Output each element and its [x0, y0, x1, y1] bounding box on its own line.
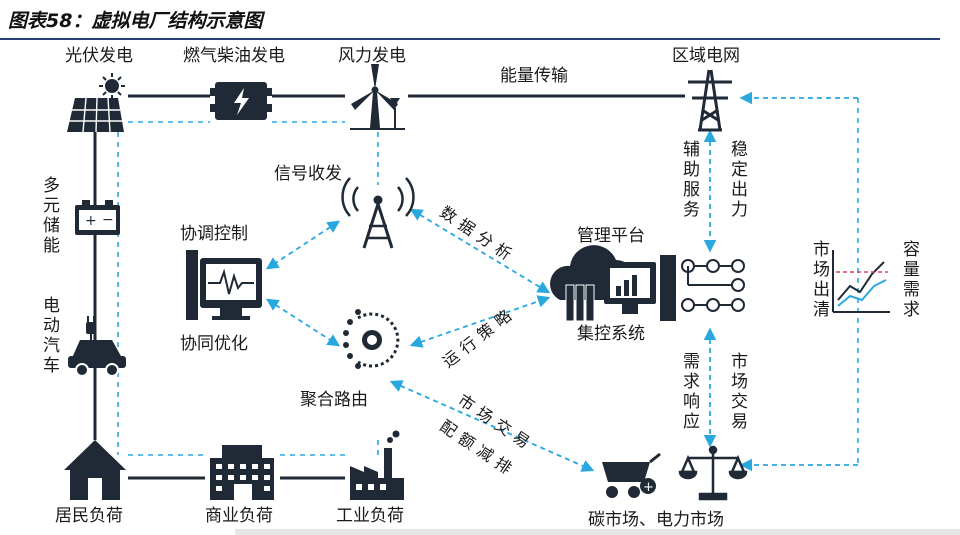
arrow-signal-coordination [265, 220, 341, 270]
transmission-tower-icon [688, 69, 732, 132]
ev-charger-icon [68, 316, 126, 377]
node-aggregation-label: 聚合路由 [300, 390, 368, 410]
node-markets-label: 碳市场、电力市场 [588, 510, 724, 530]
arrow-signal-platform [409, 208, 551, 294]
node-residential-label: 居民负荷 [55, 506, 123, 526]
building-icon [210, 445, 274, 500]
node-signal-label: 信号收发 [274, 164, 342, 184]
node-industrial-label: 工业负荷 [336, 506, 404, 526]
svg-text:−: − [102, 212, 114, 228]
wind-turbine-icon [350, 64, 405, 130]
edge-aux-service-label: 辅助服务 [679, 140, 699, 220]
sun-icon [99, 73, 125, 99]
node-platform-top-label: 管理平台 [577, 226, 645, 246]
edge-energy-label: 能量传输 [500, 66, 568, 86]
node-gas-label: 燃气柴油发电 [183, 46, 285, 66]
svg-text:+: + [643, 480, 654, 495]
arrow-coordination-hub [265, 298, 341, 347]
node-commercial-label: 商业负荷 [205, 506, 273, 526]
node-solar-label: 光伏发电 [65, 46, 133, 66]
arrow-hub-market [389, 380, 595, 472]
factory-icon [350, 430, 404, 500]
node-ev-label: 电动汽车 [39, 296, 59, 376]
hub-icon [343, 309, 400, 369]
edge-stable-output-label: 稳定出力 [727, 140, 747, 220]
generator-icon [210, 82, 272, 120]
monitor-icon [186, 250, 262, 320]
battery-icon: + − [75, 200, 120, 235]
flow-icon [681, 259, 745, 312]
signal-tower-icon [341, 177, 415, 249]
arrow-hub-platform [409, 295, 551, 348]
house-icon [64, 440, 126, 500]
cloud-server-icon [550, 245, 676, 322]
svg-text:+: + [85, 213, 97, 229]
node-platform-bottom-label: 集控系统 [577, 324, 645, 344]
edge-capacity-demand-label: 容量需求 [899, 240, 919, 320]
page-bottom-edge [235, 529, 960, 535]
flow-arrows [265, 91, 858, 472]
energy-backbone [93, 94, 685, 480]
cart-icon: + [602, 452, 661, 498]
growth-chart-icon [832, 250, 890, 313]
edge-market-clearing-label: 市场出清 [809, 240, 829, 320]
node-storage-label: 多元储能 [39, 176, 59, 256]
edge-market-trade-right-label: 市场交易 [727, 352, 747, 432]
solar-panel-icon [67, 97, 124, 133]
node-coord-optimize-label: 协同优化 [180, 334, 248, 354]
node-wind-label: 风力发电 [338, 46, 406, 66]
node-coord-control-label: 协调控制 [180, 224, 248, 244]
scale-icon [678, 445, 748, 501]
title-divider [0, 38, 940, 40]
edge-demand-response-label: 需求响应 [679, 352, 699, 432]
info-dashed-links [117, 98, 859, 465]
page-title: 图表58：虚拟电厂结构示意图 [8, 10, 263, 32]
node-grid-label: 区域电网 [672, 46, 740, 66]
